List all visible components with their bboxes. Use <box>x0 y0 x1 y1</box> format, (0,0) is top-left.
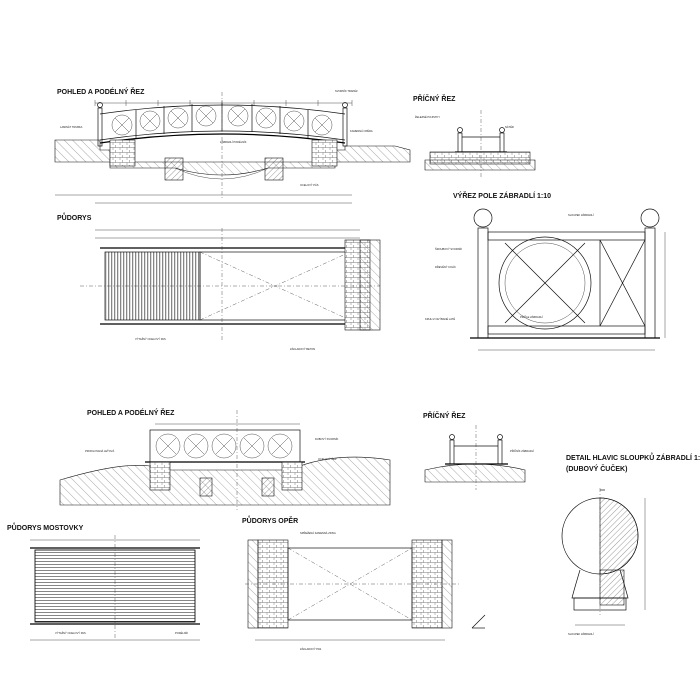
title-cross-bottom: PŘÍČNÝ ŘEZ <box>423 411 466 420</box>
abutment-plan: PŮDORYS OPĚR SPŘEŽENÁ KAMENNÁ ZDIVA ZÁKL… <box>242 515 486 651</box>
svg-text:PŘÍČLE ZÁBRADLÍ: PŘÍČLE ZÁBRADLÍ <box>520 314 543 319</box>
svg-text:DUBOVÝ SVORNÍK: DUBOVÝ SVORNÍK <box>315 437 339 441</box>
title-cap-detail-2: (DUBOVÝ ČUČEK) <box>566 464 627 473</box>
title-elevation-top: POHLED A PODÉLNÝ ŘEZ <box>57 87 145 96</box>
svg-text:SLOUPEK ZÁBRADLÍ: SLOUPEK ZÁBRADLÍ <box>568 632 594 636</box>
svg-text:LAMINÁT TRUBKA: LAMINÁT TRUBKA <box>60 125 83 129</box>
railing-circles <box>111 105 333 136</box>
cross-section-bottom: PŘÍČNÝ ŘEZ PŘÍČNÍK ZÁBRADLÍ <box>423 411 534 490</box>
svg-text:ŠROUBOVÝ SVORNÍK: ŠROUBOVÝ SVORNÍK <box>435 246 462 251</box>
svg-text:ZÁKLADOVÝ PAS: ZÁKLADOVÝ PAS <box>300 647 322 651</box>
railing-posts <box>97 102 348 147</box>
svg-text:SPŘEŽENÁ KAMENNÁ ZDIVA: SPŘEŽENÁ KAMENNÁ ZDIVA <box>300 530 336 535</box>
title-abutment-plan: PŮDORYS OPĚR <box>242 515 298 525</box>
svg-text:OCELOVÝ PÁS: OCELOVÝ PÁS <box>300 183 319 187</box>
svg-text:ZÁKLADOVÝ BETON: ZÁKLADOVÝ BETON <box>290 347 315 351</box>
elevation-bottom: POHLED A PODÉLNÝ ŘEZ PROFILOVANÁ LEŤOVÁ … <box>59 408 391 510</box>
plan-top: PŮDORYS VÝTAŽNÝ OCELOVÝ PAS ZÁKLADOVÝ BE… <box>57 212 381 351</box>
svg-text:PŘÍČNÍK ZÁBRADLÍ: PŘÍČNÍK ZÁBRADLÍ <box>510 448 534 453</box>
title-cap-detail-1: DETAIL HLAVIC SLOUPKŮ ZÁBRADLÍ 1:2 <box>566 452 700 462</box>
title-plan-top: PŮDORYS <box>57 212 92 222</box>
title-railing-field: VÝŘEZ POLE ZÁBRADLÍ 1:10 <box>453 191 551 200</box>
svg-text:KRUH Z OHÝBANÉ LATĚ: KRUH Z OHÝBANÉ LATĚ <box>425 316 455 321</box>
deck-plan: PŮDORYS MOSTOVKY VÝTAŽNÝ OCELOVÝ PAS POD… <box>7 522 200 641</box>
svg-text:NÁTĚR: NÁTĚR <box>505 124 514 129</box>
svg-text:OCELOVÝ ČEP: OCELOVÝ ČEP <box>318 456 337 461</box>
svg-text:ZÁBRADLÍ PODÉLNÍK: ZÁBRADLÍ PODÉLNÍK <box>220 139 247 144</box>
title-elevation-bottom: POHLED A PODÉLNÝ ŘEZ <box>87 408 175 417</box>
svg-text:SVORNÍK TRAPÉZ: SVORNÍK TRAPÉZ <box>335 88 358 93</box>
cross-section-top: PŘÍČNÝ ŘEZ ŽELEZNÉ POJISTKY NÁTĚR <box>413 94 536 178</box>
svg-text:DŘEVĚNÝ KOLÍK: DŘEVĚNÝ KOLÍK <box>435 264 456 269</box>
svg-text:VÝTAŽNÝ OCELOVÝ PAS: VÝTAŽNÝ OCELOVÝ PAS <box>55 630 86 635</box>
svg-text:VÝTAŽNÝ OCELOVÝ PAS: VÝTAŽNÝ OCELOVÝ PAS <box>135 336 166 341</box>
elevation-top: POHLED A PODÉLNÝ ŘEZ <box>54 87 411 204</box>
svg-text:PODÉLNÍK: PODÉLNÍK <box>175 630 188 635</box>
railing-field: VÝŘEZ POLE ZÁBRADLÍ 1:10 ŠROUBOVÝ SVORNÍ… <box>425 191 666 351</box>
title-deck-plan: PŮDORYS MOSTOVKY <box>7 522 84 532</box>
title-cross-top: PŘÍČNÝ ŘEZ <box>413 94 456 103</box>
railing-circles-bottom <box>155 433 293 459</box>
cap-detail: DETAIL HLAVIC SLOUPKŮ ZÁBRADLÍ 1:2 (DUBO… <box>561 452 700 636</box>
svg-text:SLOUPEK ZÁBRADLÍ: SLOUPEK ZÁBRADLÍ <box>568 213 594 217</box>
svg-text:ŽELEZNÉ POJISTKY: ŽELEZNÉ POJISTKY <box>415 114 440 119</box>
svg-text:PROFILOVANÁ LEŤOVÁ: PROFILOVANÁ LEŤOVÁ <box>85 448 114 453</box>
svg-text:KAMENNÁ OPĚRA: KAMENNÁ OPĚRA <box>350 128 373 133</box>
